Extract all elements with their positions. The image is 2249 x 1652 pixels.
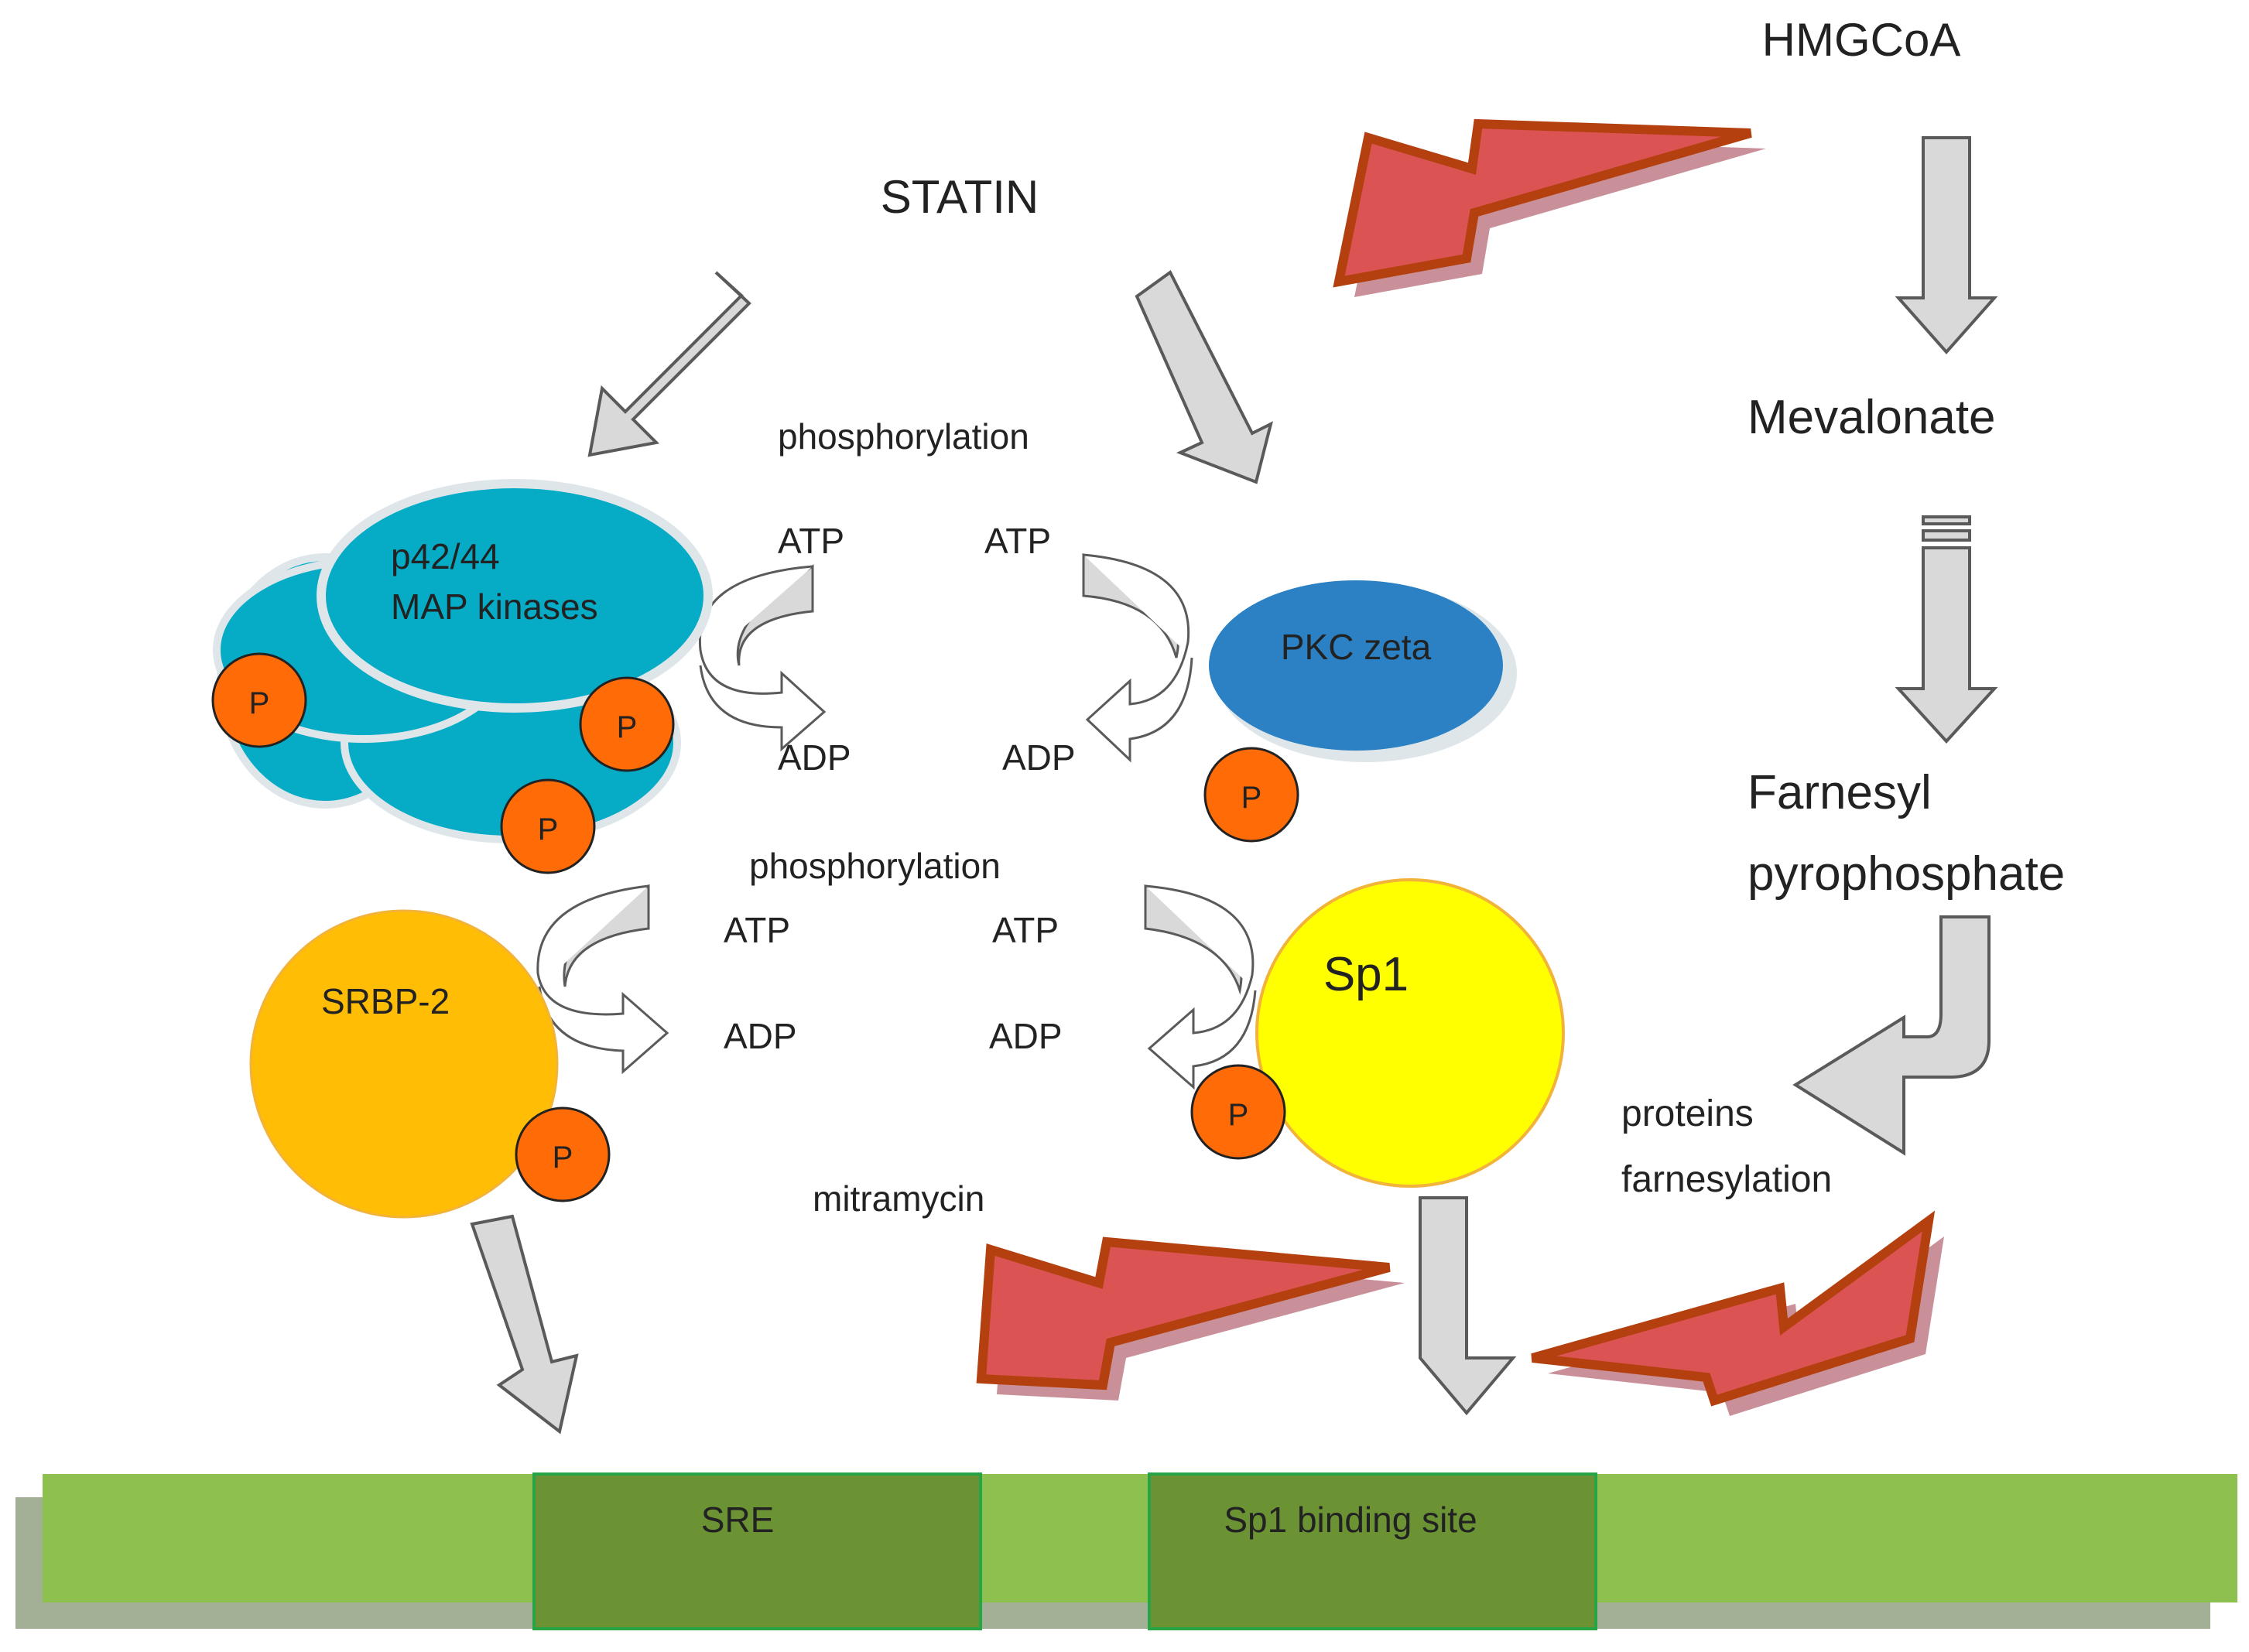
mapk-label-line1: p42/44: [391, 536, 500, 576]
arrow-farnesyl-to-farnesylation: [1792, 915, 1991, 1156]
phospho-badge-pkc: P: [1203, 747, 1299, 843]
curved-arrow-mapk: [698, 564, 827, 752]
atp-label-3: ATP: [724, 910, 790, 950]
mapk-ellipse-front: [317, 479, 713, 713]
arrow-sp1-to-binding-site: [1419, 1196, 1517, 1416]
pkc-label: PKC zeta: [1281, 627, 1432, 667]
phospho-label: P: [249, 686, 270, 720]
sre-label: SRE: [701, 1500, 775, 1540]
arrow-mevalonate-to-farnesyl: [1895, 515, 1998, 744]
sre-site: [532, 1472, 982, 1630]
phospho-label: P: [1228, 1098, 1249, 1132]
pyrophosphate-label: pyrophosphate: [1748, 847, 2065, 901]
inhibition-bolts: [976, 118, 1944, 1416]
atp-label-4: ATP: [992, 910, 1059, 950]
dna-bar: [43, 1474, 2237, 1602]
arrow-statin-to-mapk: [587, 271, 751, 457]
bolt-icon-top: [1333, 118, 1766, 297]
dna-strand: SRE Sp1 binding site: [15, 1472, 2237, 1630]
mitramycin-label: mitramycin: [813, 1178, 984, 1219]
phospho-badge-mapk-bottom: P: [500, 778, 596, 874]
farnesyl-label: Farnesyl: [1748, 766, 1932, 819]
bolt-icon-farnesylation: [1531, 1210, 1944, 1416]
atp-label-2: ATP: [984, 521, 1051, 561]
statin-label: STATIN: [881, 171, 1039, 223]
srbp-body: [249, 909, 559, 1219]
sp1-body: [1255, 878, 1565, 1188]
adp-label-1: ADP: [778, 737, 851, 778]
mapk-label-line2: MAP kinases: [391, 587, 598, 627]
bolt-icon-mitramycin: [976, 1236, 1405, 1401]
hmgcoa-label: HMGCoA: [1762, 14, 1961, 66]
srbp-label: SRBP-2: [321, 981, 450, 1021]
block-arrows: [470, 136, 1998, 1435]
sp1-factor: Sp1: [1255, 878, 1565, 1188]
phospho-badge-sp1: P: [1190, 1064, 1286, 1160]
farnesylation-label: farnesylation: [1621, 1159, 1832, 1200]
curved-arrows: [536, 552, 1257, 1090]
sp1-label: Sp1: [1323, 948, 1409, 1001]
phosphorylation-label-top: phosphorylation: [778, 416, 1029, 457]
srbp-2: SRBP-2: [249, 909, 559, 1219]
arrow-hmgcoa-to-mevalonate: [1895, 136, 1998, 355]
proteins-label: proteins: [1621, 1093, 1754, 1134]
sp1-binding-site-label: Sp1 binding site: [1224, 1500, 1477, 1540]
arrow-statin-to-pkc: [1135, 270, 1274, 484]
phospho-label: P: [1241, 781, 1262, 815]
phosphorylation-label-mid: phosphorylation: [749, 846, 1001, 886]
sp1-binding-site: [1148, 1472, 1597, 1630]
phosphate-groups: P P P P P P: [211, 652, 1299, 1202]
adp-label-2: ADP: [1002, 737, 1076, 778]
phospho-badge-srbp: P: [515, 1106, 611, 1202]
phospho-label: P: [617, 710, 638, 744]
adp-label-4: ADP: [989, 1016, 1063, 1056]
curved-arrow-pkc: [1082, 552, 1193, 763]
phospho-badge-mapk-left: P: [211, 652, 307, 748]
mapk-complex: p42/44 MAP kinases: [213, 479, 713, 843]
curved-arrow-sp1: [1144, 884, 1257, 1090]
pathway-labels: HMGCoA STATIN Mevalonate Farnesyl pyroph…: [724, 14, 2065, 1219]
pkc-body: [1209, 580, 1503, 751]
pkc-zeta: PKC zeta: [1209, 580, 1517, 762]
mevalonate-label: Mevalonate: [1748, 391, 1996, 444]
phospho-badge-mapk-right: P: [579, 676, 675, 772]
arrow-srbp-to-sre: [470, 1214, 579, 1435]
phospho-label: P: [538, 812, 559, 847]
adp-label-3: ADP: [724, 1016, 797, 1056]
phospho-label: P: [553, 1141, 573, 1175]
curved-arrow-srbp: [536, 884, 669, 1075]
atp-label-1: ATP: [778, 521, 844, 561]
